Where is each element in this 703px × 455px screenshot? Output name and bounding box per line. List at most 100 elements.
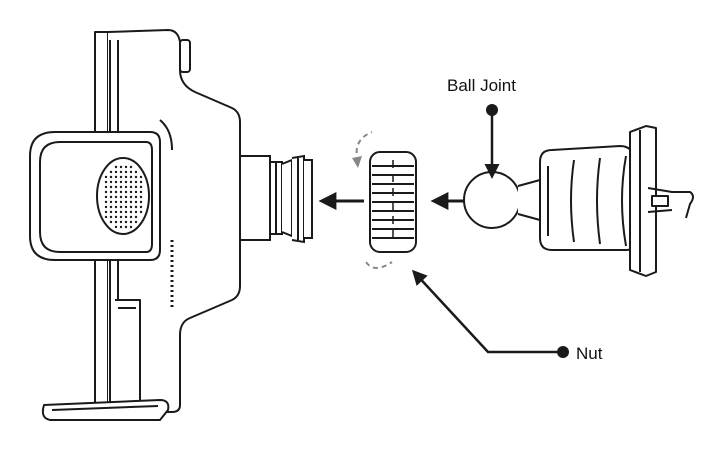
grip-dot [139,180,143,184]
grip-dot [104,205,108,209]
grip-dot [119,210,123,214]
grip-dot [124,195,128,199]
grip-dot [119,225,123,229]
grip-dot [129,200,133,204]
grip-dot [119,180,123,184]
grip-dot [134,180,138,184]
grip-dot [114,165,118,169]
grip-dot [114,215,118,219]
grip-dot [104,190,108,194]
ball-joint-callout: Ball Joint [447,76,516,179]
grip-dot [114,210,118,214]
grip-dot [124,180,128,184]
grip-dot [104,200,108,204]
grip-dot [104,180,108,184]
grip-dot [129,225,133,229]
grip-dot [139,195,143,199]
grip-dot [109,215,113,219]
grip-dot [124,165,128,169]
grip-dot [114,200,118,204]
grip-dot [119,175,123,179]
grip-dot [139,200,143,204]
grip-dot [139,175,143,179]
ball-joint-label: Ball Joint [447,76,516,95]
grip-dot [124,185,128,189]
grip-dot [134,185,138,189]
grip-dot [119,195,123,199]
grip-dot [124,170,128,174]
grip-dot [114,190,118,194]
grip-dot [114,195,118,199]
grip-dot [134,215,138,219]
phone-holder [41,29,241,421]
grip-pad [29,131,161,261]
grip-dot [119,205,123,209]
grip-dot [129,185,133,189]
grip-dot [119,185,123,189]
grip-dot [134,200,138,204]
ball-joint [463,171,521,229]
nut-label: Nut [576,344,603,363]
grip-dot [134,190,138,194]
nut [352,131,417,269]
grip-dot [114,205,118,209]
grip-dot [124,190,128,194]
grip-dot [129,220,133,224]
grip-dot [119,220,123,224]
grip-dot [124,215,128,219]
grip-dot [114,225,118,229]
grip-dot [124,210,128,214]
grip-dot [114,220,118,224]
grip-dot [109,180,113,184]
grip-dot [109,170,113,174]
grip-dot [134,170,138,174]
grip-dot [119,190,123,194]
grip-dot [119,170,123,174]
grip-dot [129,165,133,169]
grip-dot [134,220,138,224]
grip-dot [129,205,133,209]
grip-dot [129,175,133,179]
grip-dot [104,185,108,189]
grip-dot [129,190,133,194]
grip-dot [139,205,143,209]
grip-dot [109,220,113,224]
grip-dot [109,205,113,209]
grip-dot [104,210,108,214]
nut-callout: Nut [411,269,603,363]
grip-dot [109,185,113,189]
grip-dot [114,170,118,174]
grip-dot [129,210,133,214]
grip-dot [119,200,123,204]
grip-dot [134,210,138,214]
grip-dot [114,175,118,179]
grip-dot [129,180,133,184]
grip-dot [104,175,108,179]
grip-dot [109,210,113,214]
grip-dot [119,215,123,219]
grip-dot [129,215,133,219]
grip-dot [134,205,138,209]
grip-dot [134,175,138,179]
grip-dot [124,175,128,179]
grip-dot [104,215,108,219]
grip-dot [124,220,128,224]
grip-dot [129,195,133,199]
grip-dot [134,195,138,199]
vent-clip-mount [463,125,694,277]
grip-dot [124,225,128,229]
grip-dot [109,175,113,179]
grip-dot [124,200,128,204]
grip-dot [114,180,118,184]
threaded-post [239,154,313,244]
grip-dot [114,185,118,189]
grip-dot [119,165,123,169]
grip-dot [124,205,128,209]
grip-dot [139,185,143,189]
grip-dot [139,190,143,194]
grip-dot [139,210,143,214]
grip-dot [109,195,113,199]
grip-dot [104,195,108,199]
grip-dot [109,200,113,204]
